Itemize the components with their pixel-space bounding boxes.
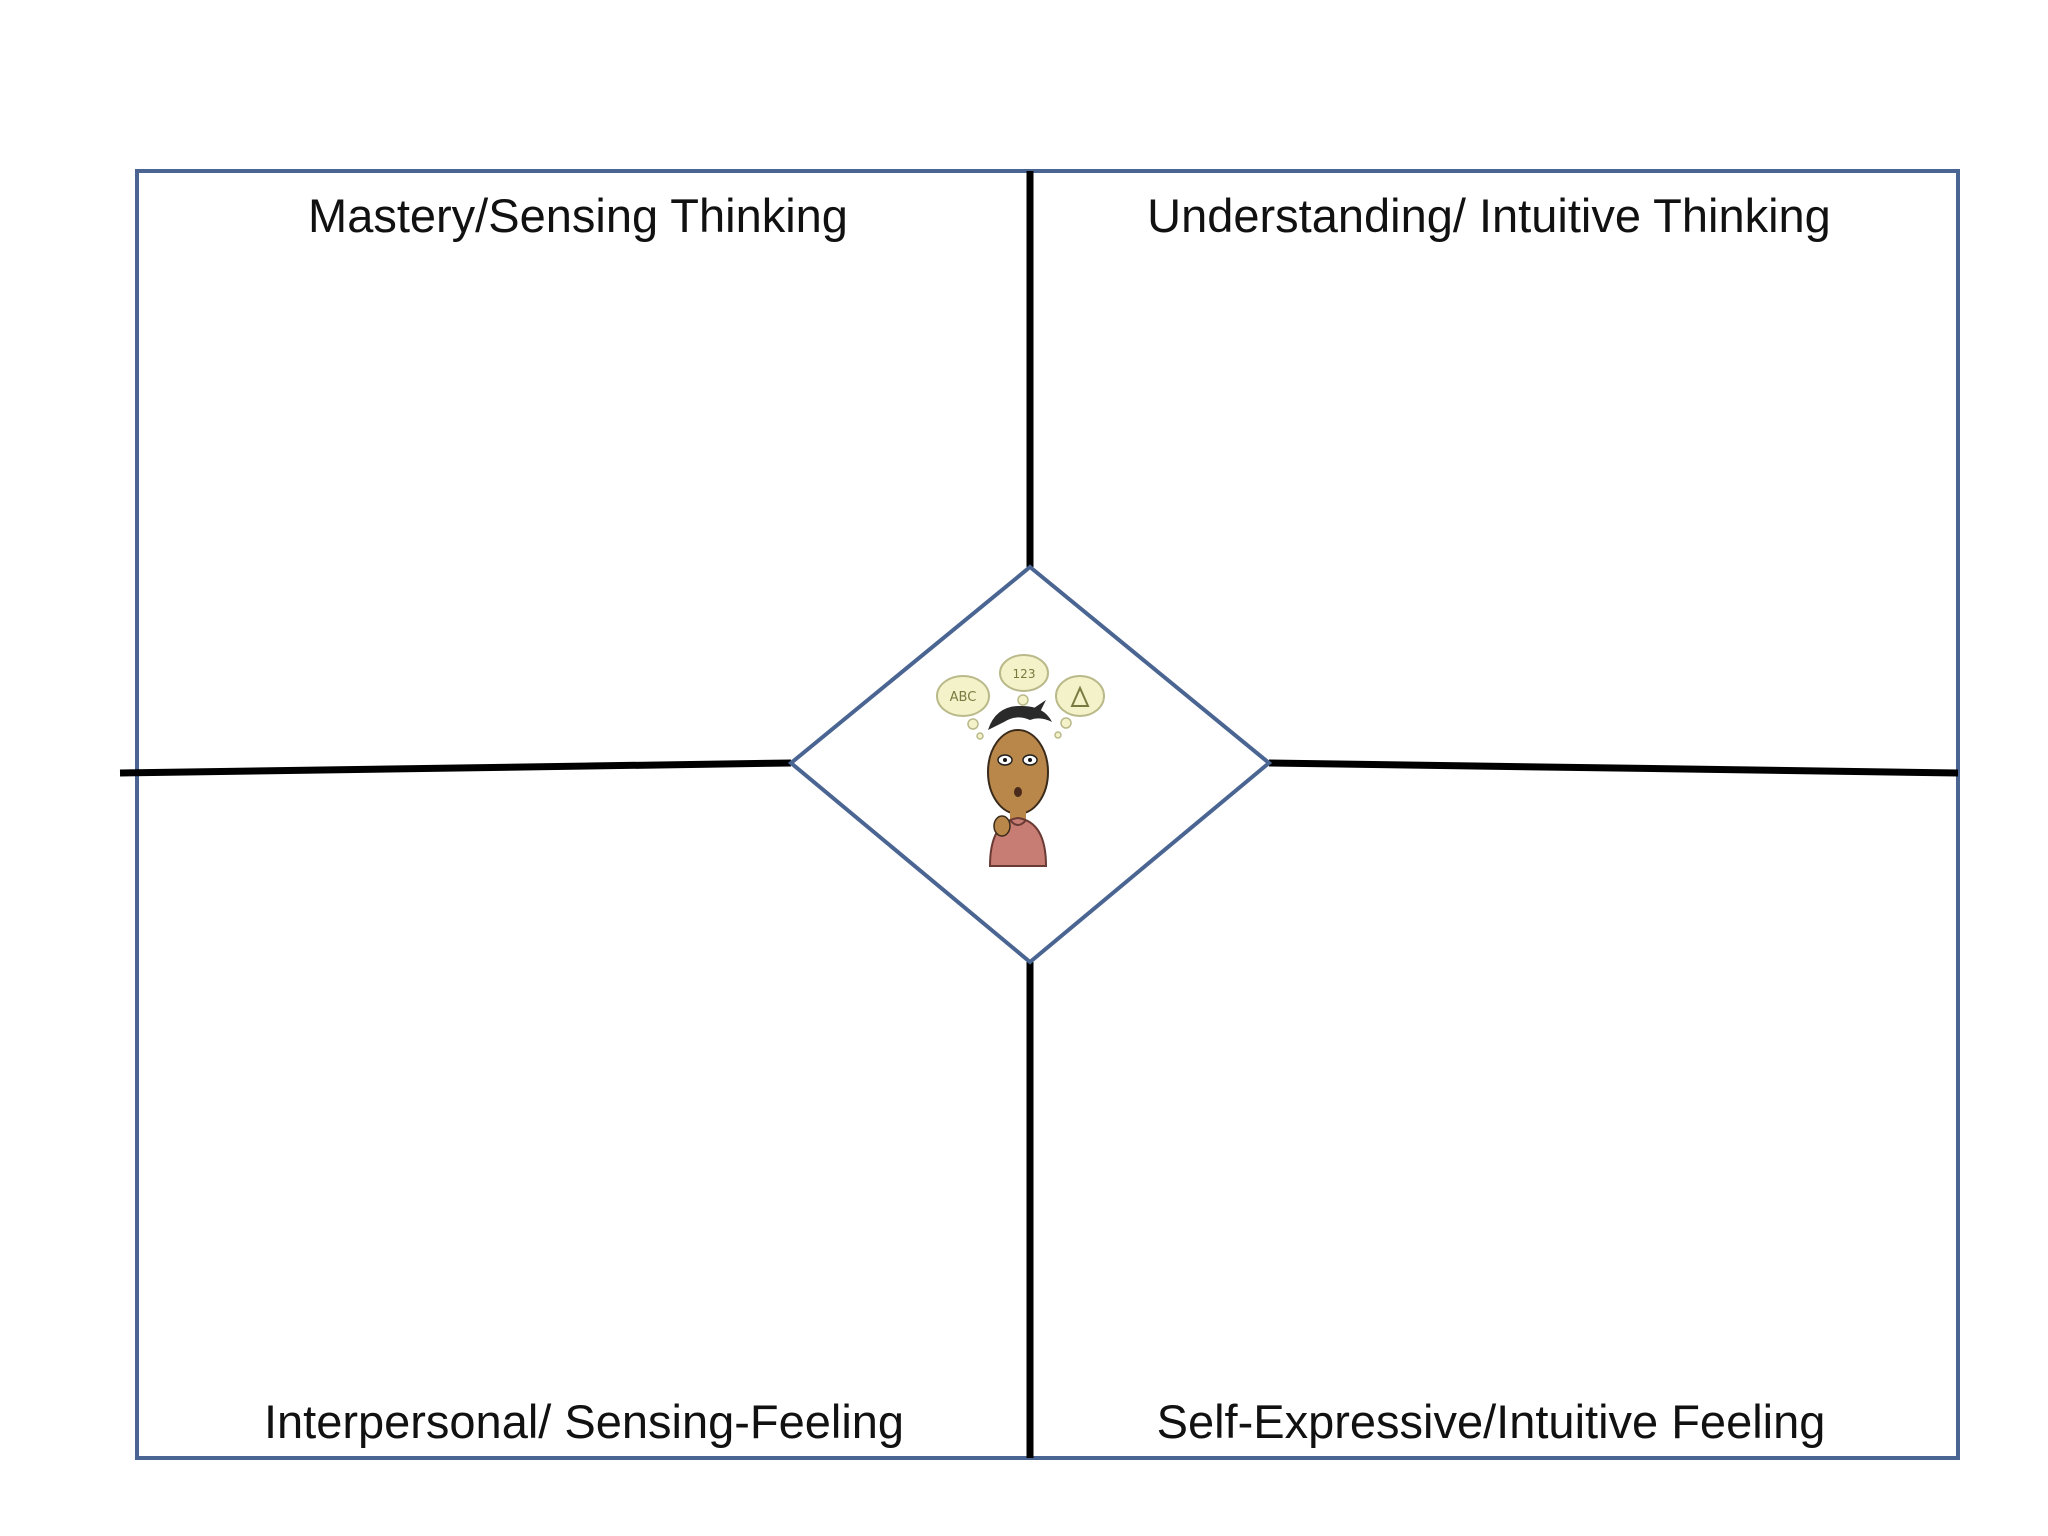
quadrant-label-bottom-left: Interpersonal/ Sensing-Feeling [263,1395,905,1448]
outer-frame [135,169,1960,1460]
quadrant-label-top-left: Mastery/Sensing Thinking [308,189,848,242]
svg-text:ABC: ABC [950,690,977,705]
quadrant-label-top-right: Understanding/ Intuitive Thinking [1147,189,1831,242]
svg-text:123: 123 [1013,667,1036,681]
thought-bubble-icon: ABC [936,675,990,740]
thought-bubble-icon [1054,675,1105,739]
divider-right [1268,759,1959,777]
quadrant-label-bottom-right: Self-Expressive/Intuitive Feeling [1156,1395,1826,1448]
thinking-student-icon: ABC 123 [936,654,1105,867]
divider-left [119,759,792,777]
